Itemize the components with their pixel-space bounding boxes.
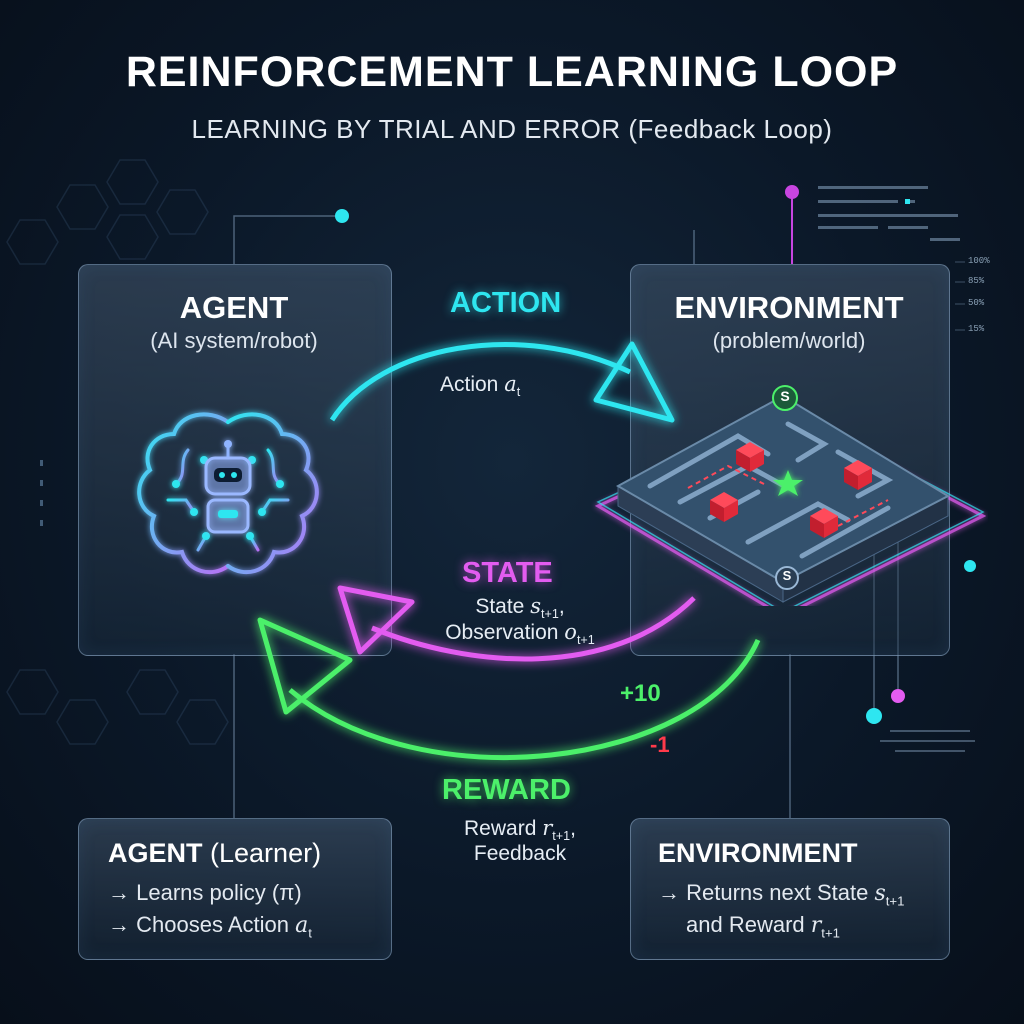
agent-info-line2-text: Chooses Action — [136, 912, 289, 937]
arrow-icon: → — [108, 880, 130, 905]
state-caption-text: State — [475, 595, 525, 618]
environment-title: ENVIRONMENT — [674, 290, 904, 325]
reward-caption-line2: Feedback — [473, 842, 567, 865]
state-caption-line2: Observation ot+1 — [410, 620, 630, 647]
agent-info-panel — [78, 818, 392, 960]
agent-info-sub: t — [308, 925, 312, 941]
agent-info-line1-text: Learns policy (π) — [136, 880, 302, 905]
reward-var: r — [542, 816, 553, 840]
reward-sub: t+1 — [552, 829, 571, 844]
agent-info-title: AGENT (Learner) — [108, 838, 321, 869]
action-sub: t — [516, 385, 521, 400]
agent-subtitle: (AI system/robot) — [150, 328, 318, 353]
state-caption-line1: State st+1, — [475, 594, 565, 622]
environment-info-var2: r — [810, 913, 822, 938]
state-var: s — [530, 594, 541, 618]
agent-info-line1: → Learns policy (π) — [108, 880, 302, 906]
state-label: STATE — [462, 557, 553, 589]
environment-subtitle: (problem/world) — [712, 328, 866, 353]
environment-info-title: ENVIRONMENT — [658, 838, 858, 868]
maze-grid-icon — [594, 385, 987, 606]
arrow-icon: → — [658, 880, 680, 905]
agent-info-title-normal: (Learner) — [210, 838, 322, 868]
environment-info-line2: and Reward rt+1 — [686, 912, 840, 940]
agent-info-line2: → Chooses Action at — [108, 912, 312, 940]
scale-label-4: 15% — [968, 324, 985, 334]
state-sub: t+1 — [540, 607, 559, 622]
action-caption-text: Action — [440, 373, 499, 396]
environment-info-sub2: t+1 — [821, 925, 840, 941]
action-var: a — [504, 372, 517, 396]
agent-info-title-bold: AGENT — [108, 838, 203, 868]
page-subtitle: LEARNING BY TRIAL AND ERROR (Feedback Lo… — [191, 114, 833, 144]
reward-label: REWARD — [442, 774, 571, 806]
observation-sub: t+1 — [576, 633, 595, 648]
environment-info-line2-text: and Reward — [686, 912, 805, 937]
maze-start-marker: S — [780, 388, 790, 404]
action-label: ACTION — [450, 287, 562, 319]
scale-label-2: 85% — [968, 276, 985, 286]
agent-info-var: a — [295, 913, 309, 938]
brain-robot-icon — [137, 412, 319, 575]
reward-caption-text: Reward — [464, 817, 537, 840]
state-arrow — [337, 585, 696, 662]
action-caption: Action at — [440, 372, 600, 399]
environment-info-sub1: t+1 — [885, 893, 905, 909]
observation-caption-text: Observation — [445, 621, 559, 644]
environment-info-line1: → Returns next State st+1 — [658, 880, 904, 908]
reward-positive: +10 — [620, 680, 661, 707]
maze-end-marker: S — [782, 568, 792, 583]
agent-title: AGENT — [179, 290, 289, 325]
environment-info-line1-text: Returns next State — [686, 880, 869, 905]
scale-label-1: 100% — [968, 256, 990, 266]
reward-arrow — [257, 617, 761, 760]
arrow-icon: → — [108, 912, 130, 937]
environment-info-panel — [630, 818, 950, 960]
environment-info-var1: s — [874, 881, 886, 906]
observation-var: o — [564, 620, 577, 644]
action-arrow — [329, 341, 675, 423]
reward-negative: -1 — [650, 732, 670, 757]
scale-label-3: 50% — [968, 298, 985, 308]
page-title: REINFORCEMENT LEARNING LOOP — [125, 48, 899, 96]
reward-caption-line1: Reward rt+1, — [464, 816, 576, 844]
